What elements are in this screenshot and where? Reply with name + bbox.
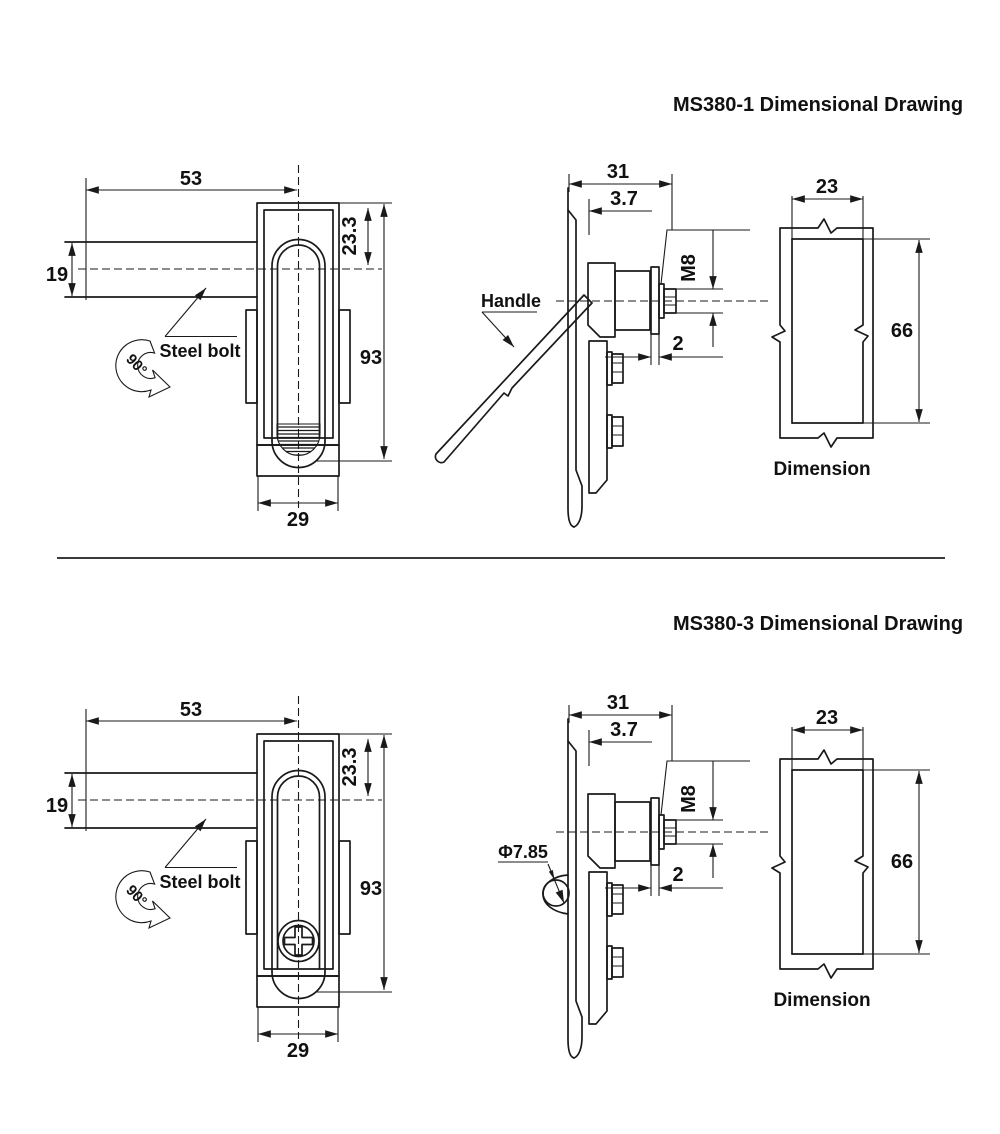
thumb-button [276,423,321,457]
drawing-title: MS380-1 Dimensional Drawing [673,94,963,116]
hole-diameter-label: Φ7.85 [498,842,548,862]
padlock-hole [542,879,570,907]
dim-width-53: 53 [180,168,202,190]
dim-bolt-height-19: 19 [46,795,68,817]
dim-bolt-height-19: 19 [46,264,68,286]
dim-depth-31: 31 [607,161,629,183]
dim-cutout-width-23: 23 [816,176,838,198]
dim-body-width-29: 29 [287,1040,309,1062]
dim-offset-23-3: 23.3 [339,748,361,787]
dimension-caption: Dimension [773,990,870,1011]
dim-height-93: 93 [360,878,382,900]
steel-bolt-label: Steel bolt [159,872,240,892]
dim-cutout-width-23: 23 [816,707,838,729]
dim-height-93: 93 [360,347,382,369]
dim-cutout-height-66: 66 [891,851,913,873]
dim-flange-2: 2 [672,864,683,886]
dim-thread-m8: M8 [678,785,700,813]
dim-depth-31: 31 [607,692,629,714]
rotation-90-label: 90° [122,882,150,910]
dim-thread-m8: M8 [678,254,700,282]
dim-offset-23-3: 23.3 [339,217,361,256]
open-handle [434,294,593,464]
ms380-3-drawing: MS380-3 Dimensional Drawing 53 19 [46,613,963,1062]
dim-width-53: 53 [180,699,202,721]
padlock-ear [498,861,570,915]
dim-flange-2: 2 [672,333,683,355]
dim-cutout-height-66: 66 [891,320,913,342]
dim-panel-3-7: 3.7 [610,719,638,741]
drawing-title: MS380-3 Dimensional Drawing [673,613,963,635]
dimension-caption: Dimension [773,459,870,480]
rotation-90-label: 90° [122,351,150,379]
steel-bolt-label: Steel bolt [159,341,240,361]
handle-label: Handle [481,291,541,311]
ms380-1-drawing: MS380-1 Dimensional Drawing 53 19 23.3 9… [46,94,963,531]
dim-body-width-29: 29 [287,509,309,531]
cross-cylinder [277,919,320,963]
dim-panel-3-7: 3.7 [610,188,638,210]
